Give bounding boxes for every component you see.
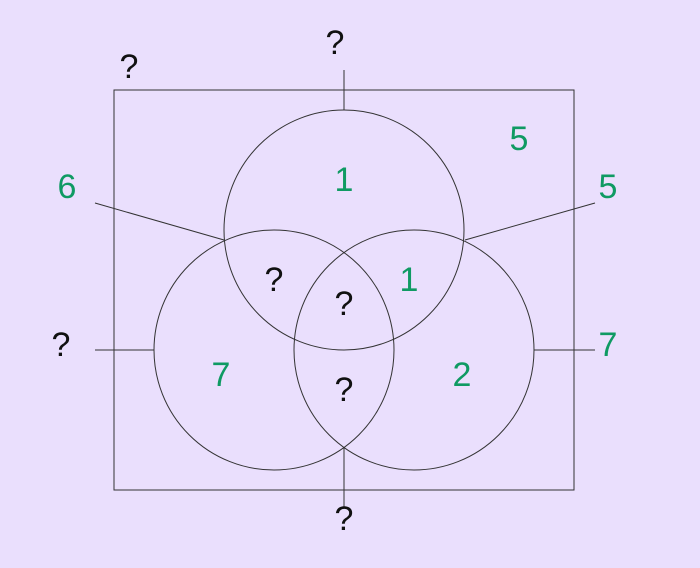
top-right-pair-total-label: 5 — [599, 168, 618, 206]
right-circle-total-label: 7 — [599, 326, 618, 364]
only-right-region-value: 2 — [453, 356, 472, 394]
bottom-pair-total-label: ? — [335, 500, 354, 538]
top-left-pair-pointer — [94, 202, 225, 241]
universal-total-label: ? — [120, 48, 139, 86]
outside-count-label: 5 — [510, 120, 529, 158]
all-three-region-value: ? — [335, 285, 354, 323]
top-circle-total-label: ? — [326, 24, 345, 62]
top-left-pair-total-label: 6 — [58, 168, 77, 206]
only-top-region-value: 1 — [335, 161, 354, 199]
top-right-region-value: 1 — [400, 261, 419, 299]
top-left-region-value: ? — [265, 261, 284, 299]
left-circle-total-label: ? — [52, 326, 71, 364]
top-right-pair-pointer — [464, 202, 596, 241]
left-right-region-value: ? — [335, 371, 354, 409]
only-left-region-value: 7 — [212, 356, 231, 394]
